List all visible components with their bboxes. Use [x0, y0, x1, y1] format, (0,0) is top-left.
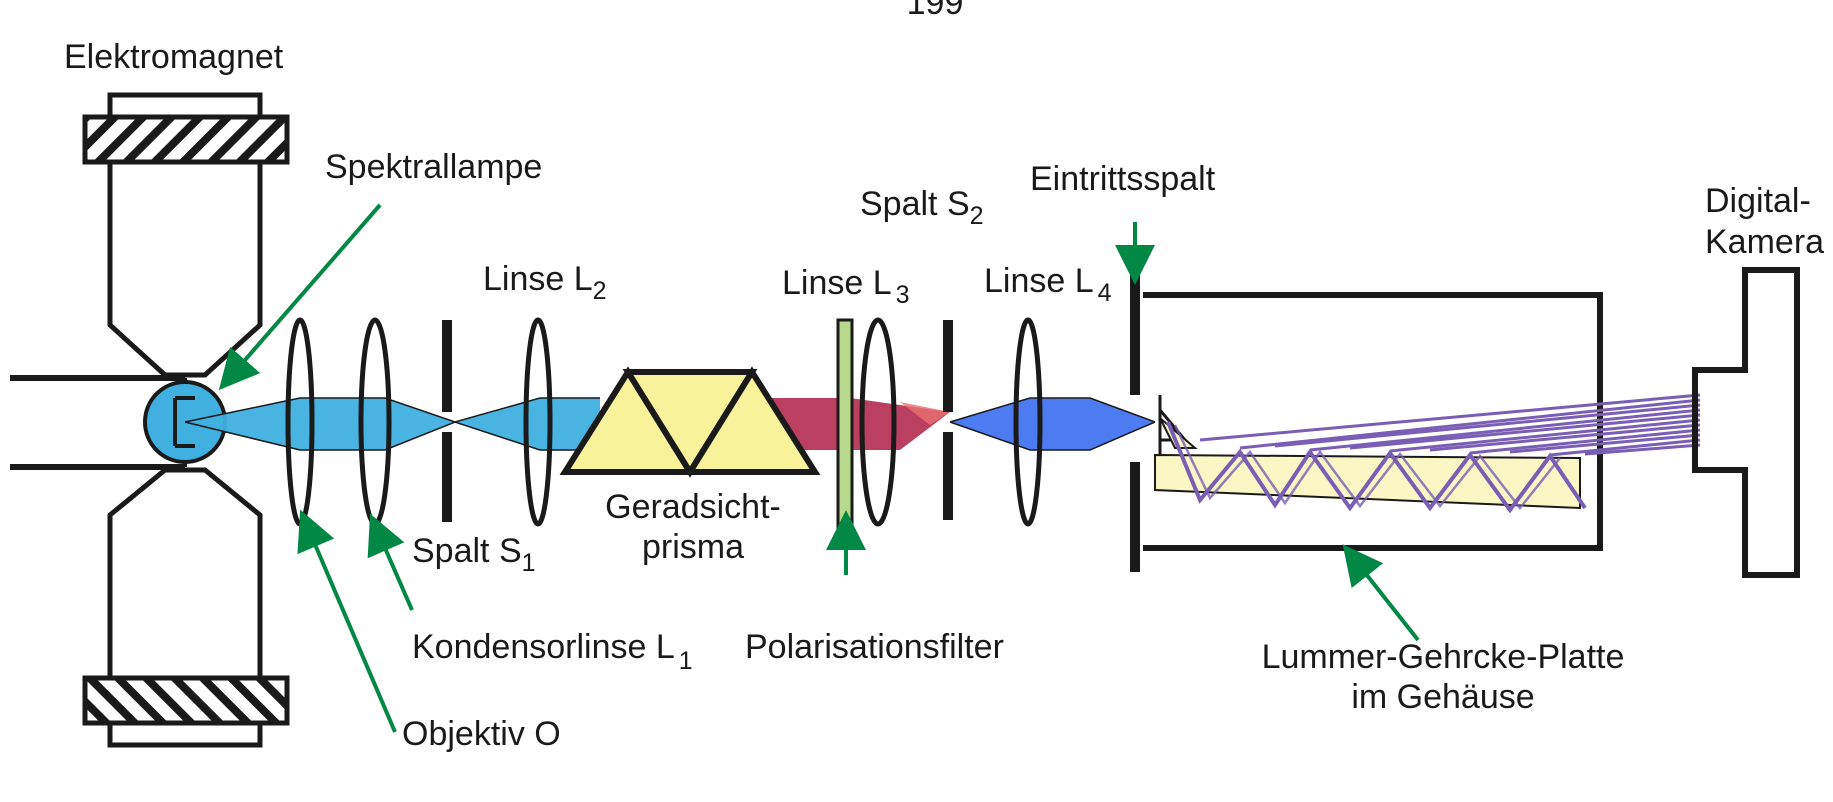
label-polarisationsfilter: Polarisationsfilter — [745, 628, 1004, 666]
polarisation-filter — [836, 318, 854, 532]
lens-l3 — [859, 317, 897, 527]
label-spalt-s1: Spalt S1 — [412, 532, 536, 577]
output-rays — [1199, 393, 1701, 457]
label-spalt-s2: Spalt S2 — [860, 185, 984, 230]
pointer-arrows — [218, 203, 1420, 733]
label-eintrittsspalt: Eintrittsspalt — [1030, 160, 1216, 198]
arrow-kondensor — [367, 513, 414, 611]
page-number: 199 — [907, 0, 964, 22]
label-geradsicht: Geradsicht- — [605, 488, 781, 526]
label-spektrallampe: Spektrallampe — [325, 148, 542, 186]
lens-l4 — [1013, 317, 1043, 527]
digital-camera — [1692, 267, 1800, 578]
arrow-lummer — [1342, 544, 1420, 642]
label-lummer: Lummer-Gehrcke-Platte — [1262, 638, 1625, 676]
violet-beam — [949, 397, 1156, 451]
electromagnet — [10, 92, 290, 748]
label-prisma: prisma — [642, 528, 744, 566]
label-gehaeuse: im Gehäuse — [1351, 678, 1534, 716]
lummer-gehrcke-plate — [1154, 417, 1587, 514]
label-linse-l2: Linse L2 — [483, 260, 607, 305]
lens-l2 — [523, 317, 553, 527]
label-objektiv: Objektiv O — [402, 715, 561, 753]
label-digital: Digital- — [1705, 182, 1811, 220]
blue-beam — [184, 397, 600, 451]
label-kamera: Kamera — [1705, 223, 1824, 261]
label-elektromagnet: Elektromagnet — [64, 38, 284, 76]
arrow-objektiv — [297, 509, 397, 733]
direct-vision-prism — [559, 366, 821, 478]
arrow-spektrallampe — [218, 203, 382, 391]
